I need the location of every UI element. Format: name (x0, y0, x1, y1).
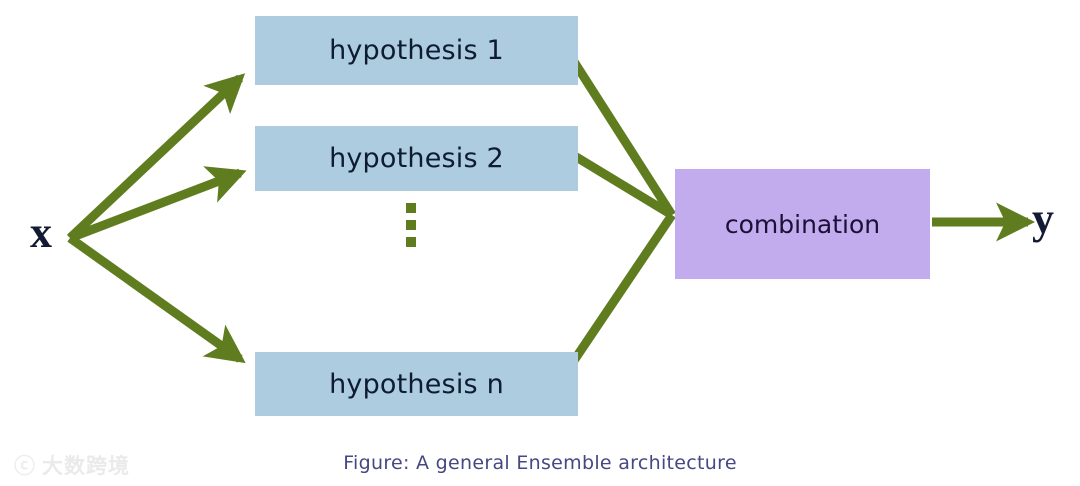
edge-hypothesis-n-to-combination (569, 212, 676, 365)
ellipsis-dot (406, 220, 416, 230)
watermark: ⓒ 大数跨境 (14, 450, 130, 480)
edge-hypothesis-1-to-combination (569, 57, 676, 218)
hypothesis-n-box[interactable]: hypothesis n (255, 352, 578, 416)
output-label-y: y (1032, 194, 1054, 243)
figure-caption: Figure: A general Ensemble architecture (343, 452, 737, 474)
combination-box[interactable]: combination (675, 169, 930, 279)
watermark-logo-icon: ⓒ (14, 454, 35, 478)
hypothesis-2-box[interactable]: hypothesis 2 (255, 126, 578, 191)
hypothesis-1-box[interactable]: hypothesis 1 (255, 16, 578, 85)
ellipsis-dot (406, 203, 416, 213)
vertical-ellipsis-icon (405, 203, 417, 247)
edge-x-to-hypothesis-n (67, 234, 246, 364)
ellipsis-dot (406, 237, 416, 247)
edge-x-to-hypothesis-1 (66, 73, 246, 242)
watermark-text: 大数跨境 (42, 454, 130, 478)
edge-hypothesis-2-to-combination (570, 151, 675, 219)
input-label-x: x (30, 208, 52, 257)
edge-x-to-hypothesis-2 (68, 166, 247, 243)
